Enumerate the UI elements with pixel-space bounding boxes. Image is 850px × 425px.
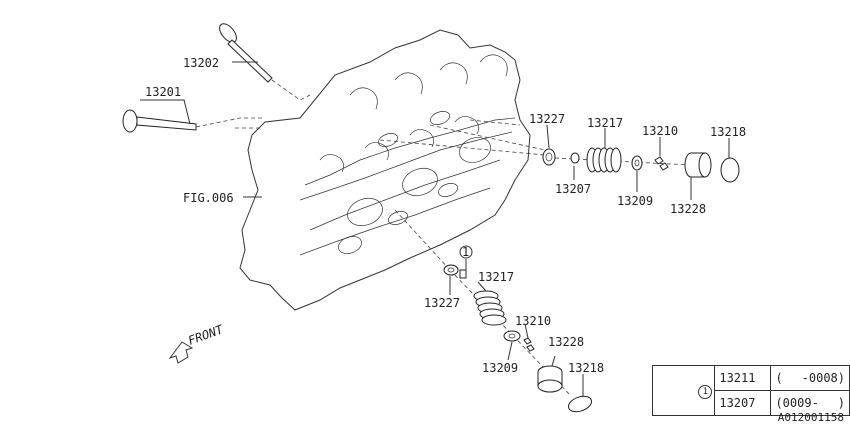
label-13202: 13202: [183, 56, 219, 70]
legend-row: 13207 (0009-): [653, 390, 850, 416]
shim-13218-lower: [567, 395, 593, 413]
valve-lifter-13228-lower: [537, 365, 563, 393]
label-13210-upper: 13210: [642, 124, 678, 138]
label-13227-lower: 13227: [424, 296, 460, 310]
reference-marker-circle: [459, 245, 473, 259]
valve-lifter-13228-upper: [684, 152, 712, 178]
legend-range: ( -0008): [770, 365, 850, 391]
label-13217-lower: 13217: [478, 270, 514, 284]
spring-retainer-13209-lower: [503, 330, 521, 342]
label-13218-lower: 13218: [568, 361, 604, 375]
label-13209-lower: 13209: [482, 361, 518, 375]
label-13217-upper: 13217: [587, 116, 623, 130]
legend-part-number: 13207: [714, 390, 772, 416]
legend-row: 1 13211 ( -0008): [651, 365, 850, 416]
legend-range-close: -0008): [801, 371, 845, 385]
valve-stem-seal-13227-upper: [542, 148, 556, 166]
legend-marker-label: 1: [698, 385, 713, 399]
legend-range-open: (: [775, 371, 783, 385]
valve-guide-13207-lower: [459, 269, 467, 279]
label-13207-upper: 13207: [555, 182, 591, 196]
label-13210-lower: 13210: [515, 314, 551, 328]
front-arrow: [168, 341, 194, 364]
legend-range: (0009-): [770, 390, 850, 416]
reference-marker-label: 1: [462, 245, 469, 259]
legend-table: 1 13211 ( -0008) 13207 (0009-): [651, 365, 850, 416]
valve-cotter-13210-lower: [523, 337, 535, 352]
label-13228-lower: 13228: [548, 335, 584, 349]
legend-range-close: ): [837, 396, 845, 410]
valve-spring-13217-upper: [586, 147, 622, 173]
legend-marker: 1: [651, 365, 716, 416]
valve-spring-13217-lower: [473, 290, 507, 326]
label-13201: 13201: [145, 85, 181, 99]
label-13227-upper: 13227: [529, 112, 565, 126]
label-13228-upper: 13228: [670, 202, 706, 216]
valve-stem-seal-13227-lower: [443, 264, 459, 276]
valve-guide-13207-upper: [570, 152, 580, 164]
label-13218-upper: 13218: [710, 125, 746, 139]
spring-retainer-13209-upper: [631, 155, 643, 171]
valve-cotter-13210-upper: [654, 156, 669, 171]
intake-valve-13201: [122, 109, 197, 133]
shim-13218-upper: [720, 157, 740, 183]
legend-range-open: (0009-: [775, 396, 819, 410]
label-13209-upper: 13209: [617, 194, 653, 208]
exhaust-valve-13202: [219, 23, 273, 83]
cylinder-head: [239, 29, 531, 311]
label-fig-006: FIG.006: [183, 191, 234, 205]
label-front: FRONT: [186, 322, 225, 348]
leader-lines: [140, 61, 730, 396]
legend-part-number: 13211: [714, 365, 772, 391]
diagram-id: A012001158: [777, 411, 844, 424]
